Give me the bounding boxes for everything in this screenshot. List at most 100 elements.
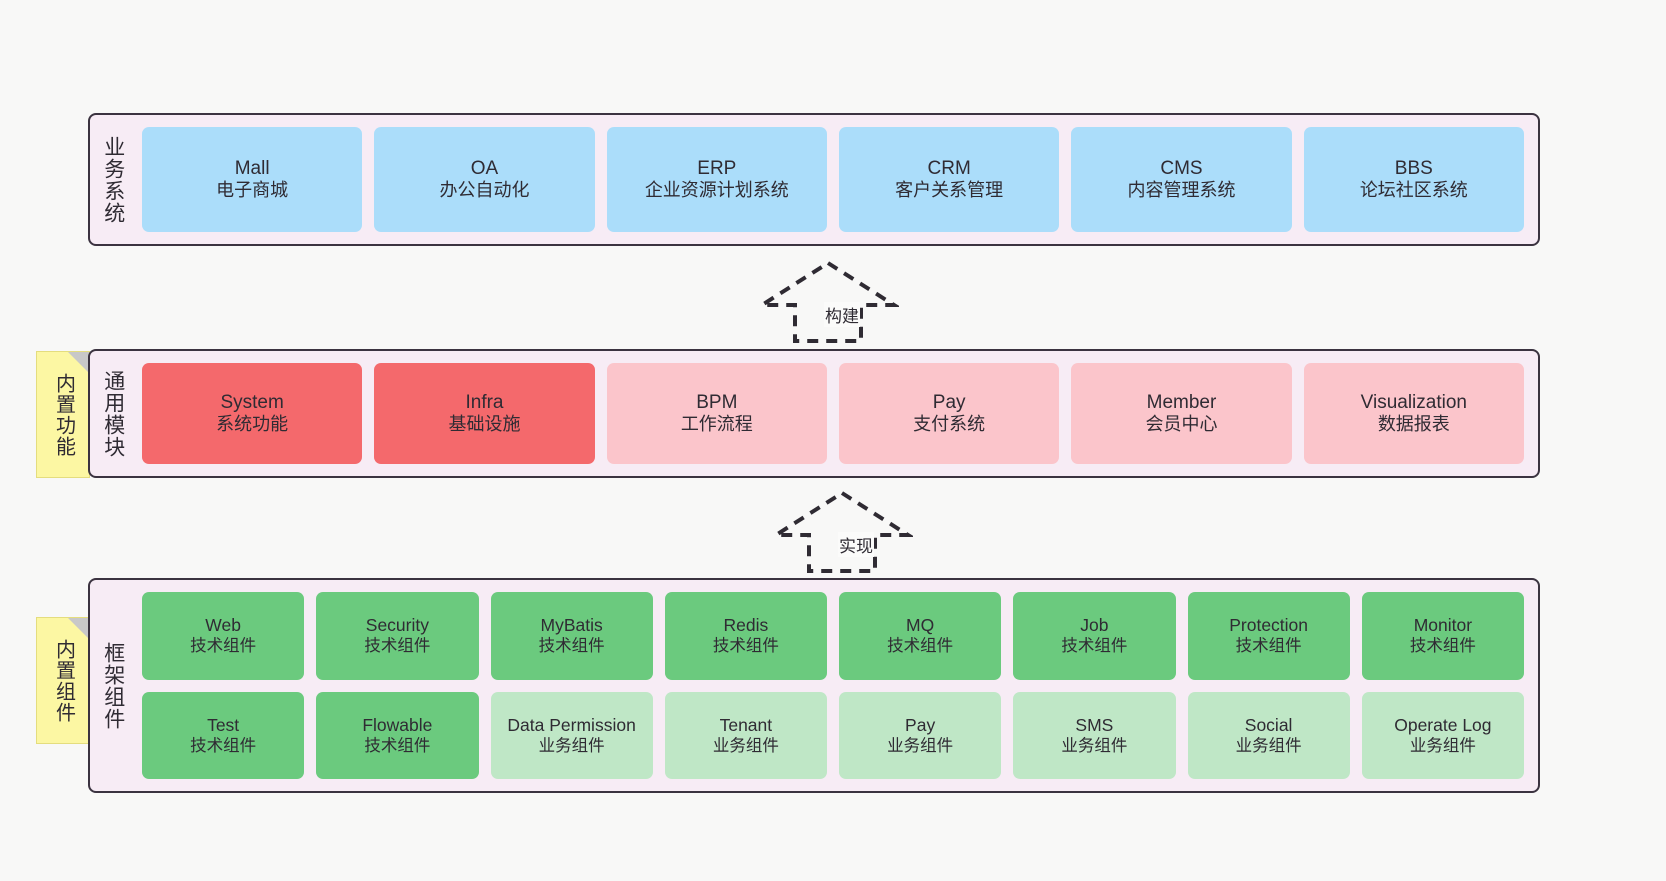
card-title-en: MQ xyxy=(906,615,935,636)
card-title-en: BPM xyxy=(696,391,738,413)
card-title-en: Mall xyxy=(234,157,270,179)
card-title-en: MyBatis xyxy=(540,615,603,636)
card-title-en: OA xyxy=(470,157,499,179)
card-title-en: System xyxy=(220,391,284,413)
card-title-cn: 技术组件 xyxy=(1235,637,1302,656)
card-title-en: CRM xyxy=(927,157,971,179)
layer-title-common: 通用模块 xyxy=(101,369,125,458)
card-title-cn: 技术组件 xyxy=(364,736,431,755)
card-title-en: Job xyxy=(1080,615,1109,636)
card-title-cn: 业务组件 xyxy=(712,736,779,755)
card-title-cn: 工作流程 xyxy=(680,414,753,435)
card-title-en: Test xyxy=(207,714,240,735)
card-title-cn: 支付系统 xyxy=(913,414,986,435)
card-title-en: CMS xyxy=(1160,157,1203,179)
card-title-cn: 技术组件 xyxy=(1409,637,1476,656)
card-title-cn: 技术组件 xyxy=(712,637,779,656)
card-title-cn: 论坛社区系统 xyxy=(1359,180,1468,201)
card-title-en: Member xyxy=(1146,391,1217,413)
card-title-cn: 系统功能 xyxy=(216,414,289,435)
card-title-cn: 基础设施 xyxy=(448,414,521,435)
card-title-en: Security xyxy=(365,615,429,636)
note-fold-icon xyxy=(68,352,89,373)
card-title-en: ERP xyxy=(697,157,737,179)
note-fold-icon xyxy=(68,618,89,639)
card-title-en: SMS xyxy=(1075,714,1114,735)
card-title-en: Flowable xyxy=(362,714,433,735)
card-title-cn: 技术组件 xyxy=(364,637,431,656)
card-title-en: Visualization xyxy=(1360,391,1467,413)
connector-build-arrow: 构建 xyxy=(757,258,899,346)
card-title-cn: 内容管理系统 xyxy=(1127,180,1236,201)
card-title-cn: 技术组件 xyxy=(190,637,257,656)
card-title-en: Redis xyxy=(723,615,769,636)
card-title-cn: 会员中心 xyxy=(1145,414,1218,435)
layer-title-business: 业务系统 xyxy=(101,135,125,224)
card-title-en: Web xyxy=(205,615,241,636)
card-title-cn: 业务组件 xyxy=(887,736,954,755)
card-title-cn: 办公自动化 xyxy=(439,180,530,201)
note-builtin-features: 内置功能 xyxy=(36,351,90,478)
card-title-en: Social xyxy=(1244,714,1293,735)
card-title-en: Tenant xyxy=(719,714,773,735)
note-builtin-components: 内置组件 xyxy=(36,617,90,744)
card-title-cn: 业务组件 xyxy=(1409,736,1476,755)
connector-realize-arrow: 实现 xyxy=(771,488,913,576)
card-title-cn: 技术组件 xyxy=(887,637,954,656)
card-title-cn: 业务组件 xyxy=(538,736,605,755)
card-title-cn: 技术组件 xyxy=(538,637,605,656)
card-title-en: BBS xyxy=(1394,157,1433,179)
connector-realize-label: 实现 xyxy=(838,532,874,557)
card-title-en: Infra xyxy=(465,391,504,413)
connector-build-label: 构建 xyxy=(824,302,860,327)
card-title-en: Pay xyxy=(905,714,936,735)
card-title-cn: 客户关系管理 xyxy=(895,180,1004,201)
note-builtin-features-label: 内置功能 xyxy=(52,372,75,457)
card-title-cn: 技术组件 xyxy=(1061,637,1128,656)
card-title-cn: 业务组件 xyxy=(1235,736,1302,755)
card-title-cn: 企业资源计划系统 xyxy=(644,180,789,201)
note-builtin-components-label: 内置组件 xyxy=(52,638,75,723)
card-title-cn: 技术组件 xyxy=(190,736,257,755)
card-title-cn: 业务组件 xyxy=(1061,736,1128,755)
card-title-en: Protection xyxy=(1229,615,1309,636)
layer-title-framework: 框架组件 xyxy=(101,641,125,730)
card-title-cn: 电子商城 xyxy=(216,180,289,201)
card-title-en: Operate Log xyxy=(1394,714,1492,735)
card-title-en: Monitor xyxy=(1413,615,1473,636)
